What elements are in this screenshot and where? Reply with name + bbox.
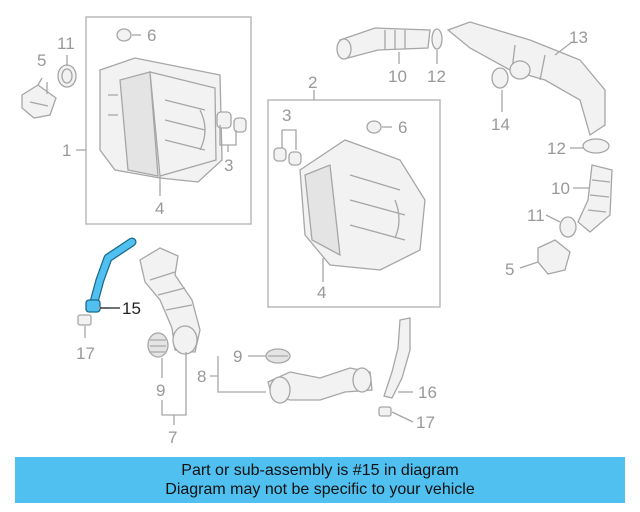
o-ring-part-6-left: [116, 28, 132, 42]
label-17-right: 17: [416, 413, 435, 432]
label-13: 13: [569, 28, 588, 47]
label-4-right: 4: [317, 283, 326, 302]
label-12-right: 12: [547, 139, 566, 158]
hose-part-10-right: [577, 164, 613, 233]
intake-pipe-part-8: [267, 367, 373, 404]
clamp-part-11-left: [57, 64, 77, 88]
mass-air-sensor-part-5-right: [537, 239, 571, 275]
screen-part-9-left: [147, 332, 169, 358]
clamp-part-12-right: [582, 138, 610, 154]
clamp-part-3-right: [273, 147, 302, 166]
clamp-part-3-left: [216, 111, 247, 133]
clamp-part-17-left: [77, 314, 92, 326]
label-10-right: 10: [551, 179, 570, 198]
intake-hose-part-10-top: [336, 27, 431, 60]
label-1: 1: [62, 141, 71, 160]
label-9-left: 9: [156, 381, 165, 400]
label-5-left: 5: [37, 51, 46, 70]
label-6-right: 6: [398, 118, 407, 137]
label-9-right: 9: [233, 347, 242, 366]
intake-duct-part-13: [446, 21, 606, 137]
label-8: 8: [197, 367, 206, 386]
callout-labels: 1 2 3 3 4 4 5 5 6 6 7 8 9 9 10 10 11 11 …: [37, 26, 588, 447]
label-12-top: 12: [427, 67, 446, 86]
air-cleaner-housing-right: [299, 139, 426, 271]
banner-line-2: Diagram may not be specific to your vehi…: [165, 481, 475, 498]
label-10-top: 10: [388, 67, 407, 86]
label-16: 16: [418, 383, 437, 402]
o-ring-part-6-right: [366, 120, 382, 134]
info-banner: Part or sub-assembly is #15 in diagram D…: [15, 457, 625, 503]
label-17-left: 17: [76, 344, 95, 363]
label-14: 14: [491, 115, 510, 134]
label-5-right: 5: [505, 260, 514, 279]
label-2: 2: [308, 73, 317, 92]
clamp-part-17-right: [378, 406, 392, 417]
label-15: 15: [122, 299, 141, 318]
label-6-left: 6: [147, 26, 156, 45]
air-cleaner-housing-left: [99, 57, 223, 183]
intake-tube-part-7: [139, 247, 201, 355]
air-cleaner-box-right: [267, 99, 441, 308]
parts-diagram: 1 2 3 3 4 4 5 5 6 6 7 8 9 9 10 10 11 11 …: [21, 16, 613, 447]
label-7: 7: [168, 428, 177, 447]
label-3-right: 3: [282, 106, 291, 125]
air-cleaner-box-left: [85, 16, 252, 225]
clamp-part-14: [491, 67, 509, 89]
label-11-left: 11: [57, 34, 75, 53]
label-11-right: 11: [527, 206, 545, 225]
label-4-left: 4: [155, 199, 164, 218]
screen-part-9-right: [265, 348, 291, 364]
clamp-part-12-top: [431, 28, 443, 50]
hose-part-15-highlighted[interactable]: [85, 237, 137, 313]
label-3-left: 3: [224, 156, 233, 175]
mass-air-sensor-part-5-left: [21, 77, 57, 119]
banner-line-1: Part or sub-assembly is #15 in diagram: [181, 462, 459, 479]
clamp-part-11-right: [559, 216, 577, 238]
hose-part-16: [383, 317, 411, 399]
